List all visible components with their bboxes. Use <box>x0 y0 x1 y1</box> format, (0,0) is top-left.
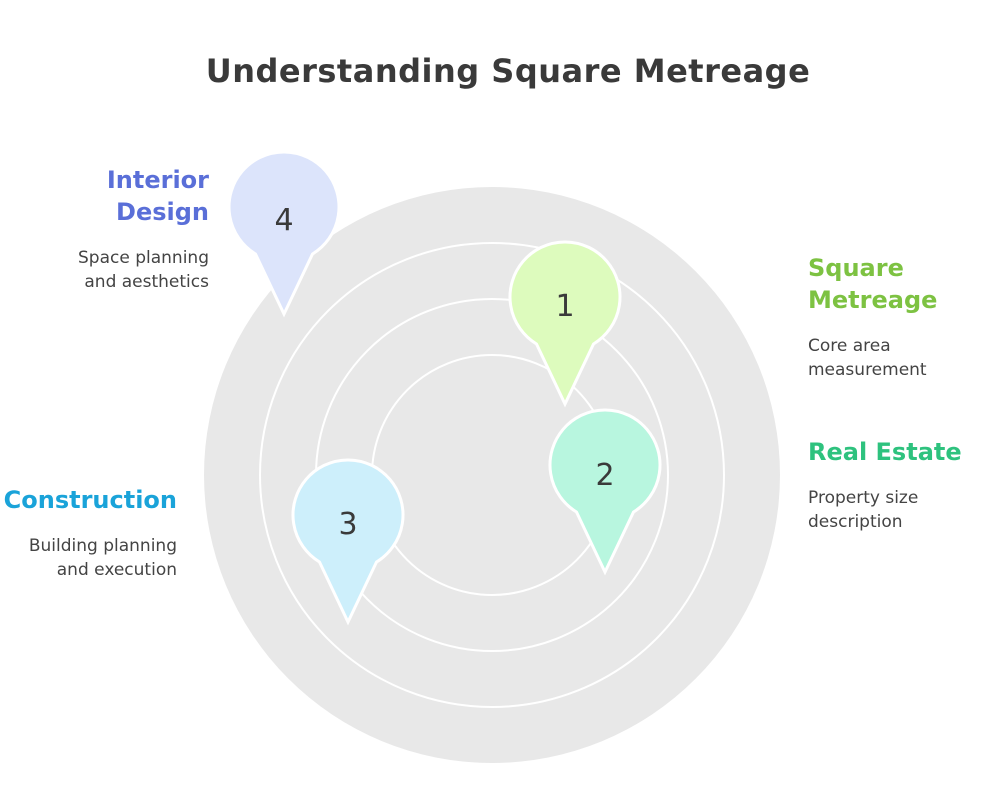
pin-3: 3 <box>291 458 405 626</box>
label-square-metreage: Square Metreage Core area measurement <box>808 252 978 382</box>
label-interior-design: Interior Design Space planning and aesth… <box>9 164 209 294</box>
label-interior-design-desc: Space planning and aesthetics <box>78 248 209 292</box>
pin-4-number: 4 <box>274 203 293 238</box>
label-real-estate-title: Real Estate <box>808 438 962 466</box>
pin-2-number: 2 <box>595 458 614 493</box>
label-square-metreage-title: Square Metreage <box>808 254 938 314</box>
label-real-estate: Real Estate Property size description <box>808 436 982 534</box>
pin-2: 2 <box>548 408 662 576</box>
label-interior-design-title: Interior Design <box>106 166 209 226</box>
label-construction-desc: Building planning and execution <box>28 536 177 580</box>
pin-3-number: 3 <box>338 507 357 542</box>
pin-1-number: 1 <box>555 289 574 324</box>
label-square-metreage-desc: Core area measurement <box>808 336 927 380</box>
ring-3 <box>259 242 725 708</box>
diagram-title: Understanding Square Metreage <box>205 52 811 90</box>
label-construction-title: Construction <box>3 486 177 514</box>
label-construction: Construction Building planning and execu… <box>0 484 177 582</box>
pin-1: 1 <box>508 240 622 408</box>
pin-4: 4 <box>227 150 341 318</box>
label-real-estate-desc: Property size description <box>808 488 919 532</box>
